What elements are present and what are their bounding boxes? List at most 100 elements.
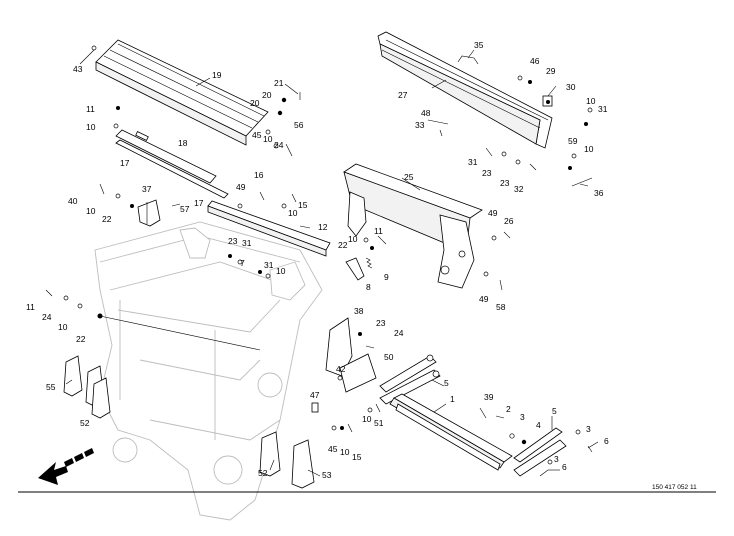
callout-5: 5 <box>552 406 557 416</box>
callout-36: 36 <box>594 188 604 198</box>
drawing-reference-number: 150 417 052 11 <box>652 484 697 491</box>
strip-part-17 <box>115 139 229 199</box>
callout-17: 17 <box>120 158 130 168</box>
bracket-part-37 <box>137 199 161 227</box>
callout-6: 6 <box>562 462 567 472</box>
callout-31: 31 <box>264 260 274 270</box>
callout-2: 2 <box>506 404 511 414</box>
callout-15: 15 <box>298 200 308 210</box>
hardware-fasteners <box>45 45 593 477</box>
callout-49: 49 <box>488 208 498 218</box>
callout-22: 22 <box>338 240 348 250</box>
callout-9: 9 <box>384 272 389 282</box>
callout-20: 20 <box>250 98 260 108</box>
callout-8: 8 <box>366 282 371 292</box>
callout-10: 10 <box>86 122 96 132</box>
callout-40: 40 <box>68 196 78 206</box>
callout-53: 53 <box>322 470 332 480</box>
callout-46: 46 <box>530 56 540 66</box>
main-frame-ghost <box>94 221 323 521</box>
callout-33: 33 <box>415 120 425 130</box>
callout-49: 49 <box>236 182 246 192</box>
callout-31: 31 <box>242 238 252 248</box>
spring-part-9 <box>365 257 373 269</box>
callout-23: 23 <box>500 178 510 188</box>
callout-30: 30 <box>566 82 576 92</box>
callout-48: 48 <box>421 108 431 118</box>
callout-56: 56 <box>294 120 304 130</box>
callout-labels: 43 19 21 20 20 56 11 10 18 17 45 10 24 3… <box>26 40 609 480</box>
callout-18: 18 <box>178 138 188 148</box>
callout-11: 11 <box>86 104 95 114</box>
callout-25: 25 <box>404 172 414 182</box>
travel-direction-arrow-icon <box>38 448 94 485</box>
callout-31: 31 <box>468 157 478 167</box>
callout-10: 10 <box>276 266 286 276</box>
bar-part-12 <box>207 200 331 257</box>
callout-10: 10 <box>58 322 68 332</box>
callout-47: 47 <box>310 390 320 400</box>
callout-55: 55 <box>46 382 56 392</box>
bracket-part-52-right <box>259 431 281 477</box>
top-rail-part-27 <box>377 31 553 149</box>
callout-6: 6 <box>604 436 609 446</box>
callout-21: 21 <box>274 78 284 88</box>
callout-10: 10 <box>586 96 596 106</box>
callout-51: 51 <box>374 418 384 428</box>
callout-23: 23 <box>482 168 492 178</box>
callout-7: 7 <box>240 258 245 268</box>
callout-10: 10 <box>348 234 358 244</box>
plate-part-50 <box>339 353 377 393</box>
top-cover-part-19 <box>95 39 269 146</box>
bracket-part-8 <box>345 257 365 281</box>
callout-10: 10 <box>263 134 273 144</box>
callout-26: 26 <box>504 216 514 226</box>
callout-23: 23 <box>376 318 386 328</box>
callout-52: 52 <box>80 418 90 428</box>
cross-member-part-25 <box>343 163 483 289</box>
callout-24: 24 <box>274 140 284 150</box>
callout-57: 57 <box>180 204 190 214</box>
callout-4: 4 <box>536 420 541 430</box>
callout-10: 10 <box>340 447 350 457</box>
callout-38: 38 <box>354 306 364 316</box>
callout-29: 29 <box>546 66 556 76</box>
callout-12: 12 <box>318 222 328 232</box>
callout-42: 42 <box>336 364 346 374</box>
bracket-part-53 <box>291 439 315 489</box>
callout-19: 19 <box>212 70 222 80</box>
callout-32: 32 <box>514 184 524 194</box>
callout-45: 45 <box>252 130 262 140</box>
callout-58: 58 <box>496 302 506 312</box>
callout-11: 11 <box>26 302 35 312</box>
callout-3: 3 <box>586 424 591 434</box>
callout-10: 10 <box>362 414 372 424</box>
callout-27: 27 <box>398 90 408 100</box>
callout-3: 3 <box>520 412 525 422</box>
callout-17: 17 <box>194 198 204 208</box>
callout-37: 37 <box>142 184 152 194</box>
latch-part-30 <box>542 95 553 107</box>
callout-22: 22 <box>76 334 86 344</box>
callout-43: 43 <box>73 64 83 74</box>
callout-11: 11 <box>374 226 383 236</box>
callout-39: 39 <box>484 392 494 402</box>
strut-part-5-upper <box>379 354 441 405</box>
callout-1: 1 <box>450 394 455 404</box>
callout-22: 22 <box>102 214 112 224</box>
callout-35: 35 <box>474 40 484 50</box>
callout-24: 24 <box>42 312 52 322</box>
callout-10: 10 <box>584 144 594 154</box>
callout-15: 15 <box>352 452 362 462</box>
callout-52: 52 <box>258 468 268 478</box>
callout-16: 16 <box>254 170 264 180</box>
bracket-part-52-left <box>91 377 111 419</box>
callout-23: 23 <box>228 236 238 246</box>
leader-lines <box>65 49 599 477</box>
callout-10: 10 <box>288 208 298 218</box>
lower-beam-part-1 <box>389 393 513 471</box>
callout-10: 10 <box>86 206 96 216</box>
callout-24: 24 <box>394 328 404 338</box>
callout-20: 20 <box>262 90 272 100</box>
